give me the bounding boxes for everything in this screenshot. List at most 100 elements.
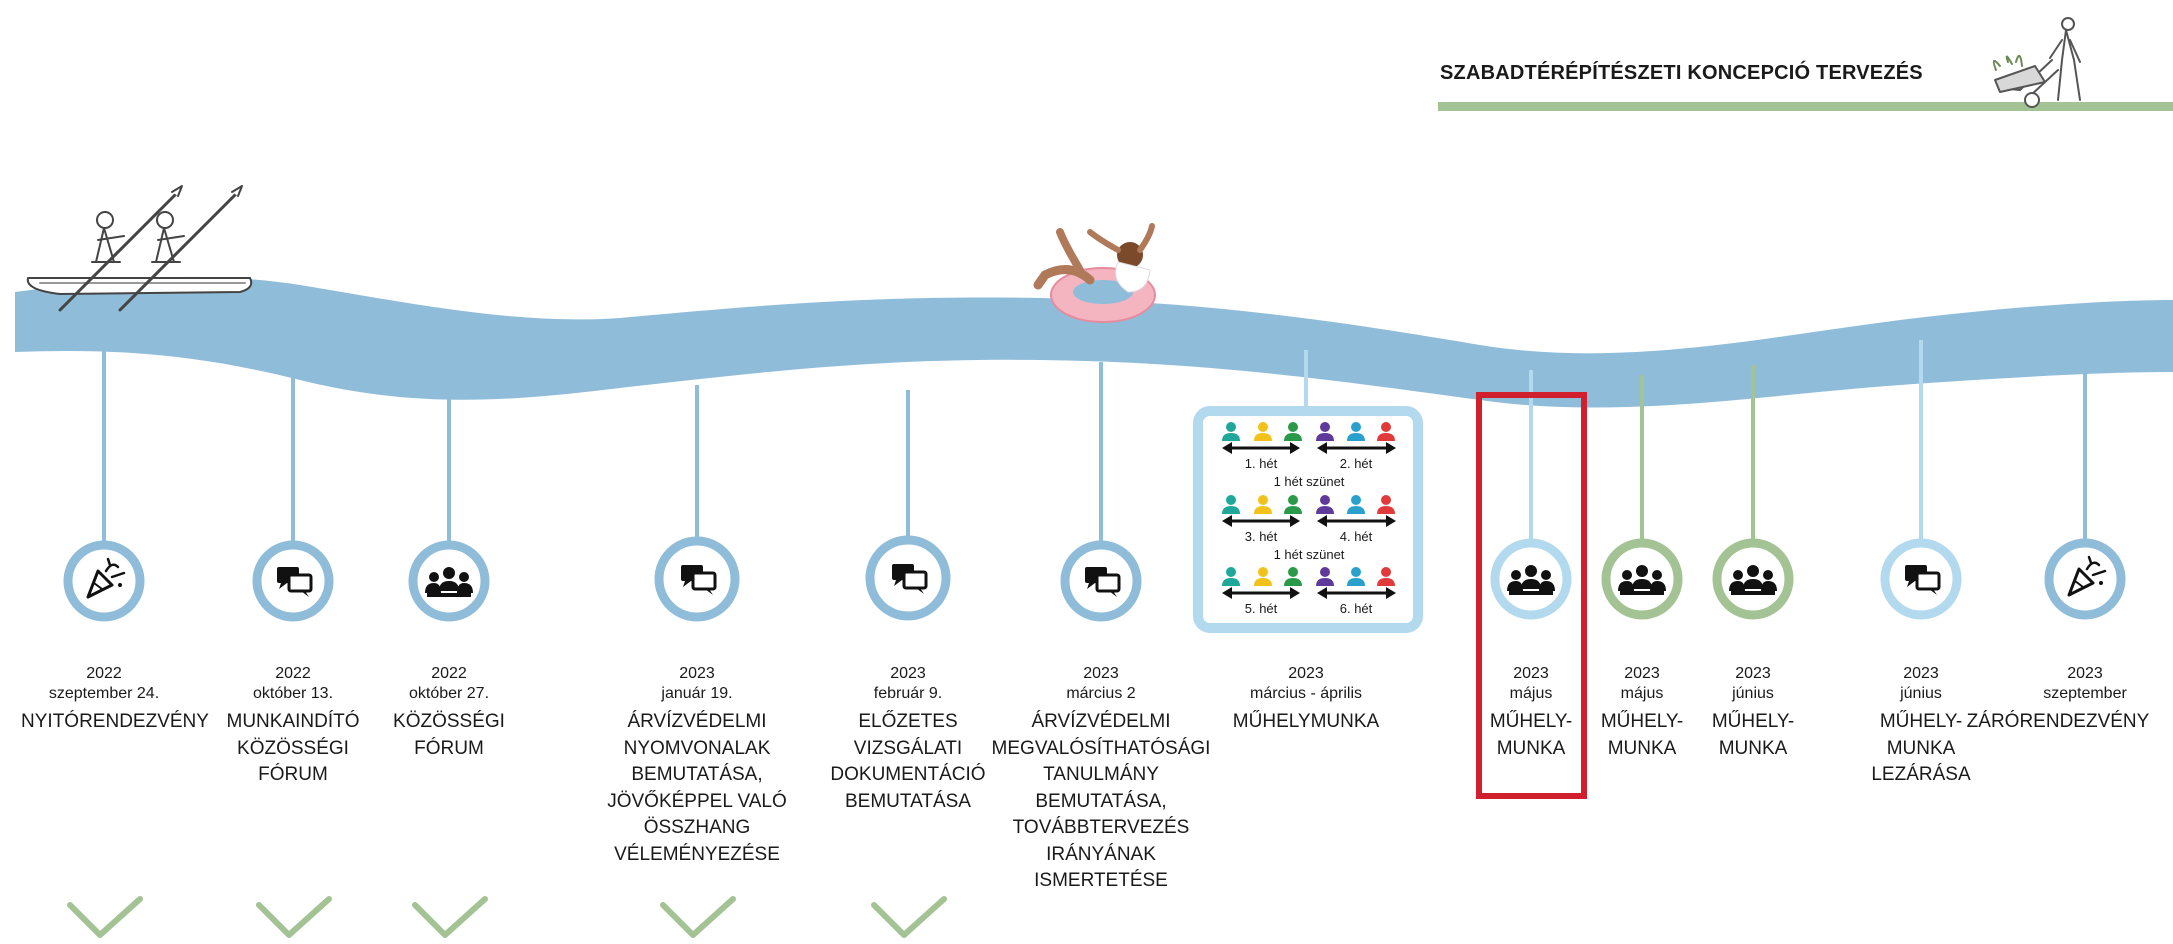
header-rule <box>1438 102 2173 111</box>
event-title-e8: MŰHELY- MUNKA <box>1489 711 1573 759</box>
person-icon <box>1222 495 1240 514</box>
person-icon <box>1316 495 1334 514</box>
event-day: március 2 <box>1066 685 1136 702</box>
week-label: 2. hét <box>1340 456 1373 471</box>
kayakers-icon <box>26 185 253 312</box>
timeline-node-e12 <box>2044 355 2126 620</box>
event-date-e5: 2023 február 9. <box>803 664 1013 704</box>
event-title-e5: ELŐZETES VIZSGÁLATI DOKUMENTÁCIÓ BEMUTAT… <box>830 711 986 812</box>
chat-bubbles-icon <box>1085 567 1121 597</box>
done-check-icon <box>256 896 332 938</box>
week-label: 3. hét <box>1245 529 1278 544</box>
done-check-icon <box>871 896 947 938</box>
event-title-e2: MUNKAINDÍTÓ KÖZÖSSÉGI FÓRUM <box>226 711 360 785</box>
timeline-node-e4 <box>654 385 740 938</box>
event-day: október 27. <box>408 685 490 702</box>
event-day: június <box>1732 685 1774 702</box>
event-date-e1: 2022 szeptember 24. <box>0 664 209 704</box>
person-icon <box>1284 495 1302 514</box>
person-icon <box>1347 422 1365 441</box>
chat-bubbles-icon <box>681 565 717 595</box>
event-day: január 19. <box>661 685 733 702</box>
people-group-icon <box>1618 565 1666 595</box>
river-band <box>15 276 2173 408</box>
event-year: 2023 <box>1288 665 1324 682</box>
people-group-icon <box>1729 565 1777 595</box>
event-year: 2023 <box>1083 665 1119 682</box>
event-year: 2023 <box>1513 665 1549 682</box>
event-title-e1: NYITÓRENDEZVÉNY <box>21 711 209 732</box>
event-day: február 9. <box>873 685 943 702</box>
event-year: 2023 <box>2067 665 2103 682</box>
person-icon <box>1254 422 1272 441</box>
person-icon <box>1316 567 1334 586</box>
event-date-e4: 2023 január 19. <box>592 664 802 704</box>
event-date-e3: 2022 október 27. <box>344 664 554 704</box>
event-day: október 13. <box>252 685 334 702</box>
person-icon <box>1222 567 1240 586</box>
timeline-node-e1 <box>63 340 145 938</box>
done-check-icon <box>660 896 736 938</box>
chat-bubbles-icon <box>1905 565 1941 595</box>
event-year: 2022 <box>431 665 467 682</box>
event-date-e8: 2023 május <box>1426 664 1636 704</box>
chat-bubbles-icon <box>277 567 313 597</box>
node-circle <box>63 540 145 622</box>
event-year: 2022 <box>275 665 311 682</box>
timeline-node-e8 <box>1490 370 1572 620</box>
person-icon <box>1377 422 1395 441</box>
event-year: 2022 <box>86 665 122 682</box>
event-title-e6: ÁRVÍZVÉDELMI MEGVALÓSÍTHATÓSÁGI TANULMÁN… <box>991 711 1211 891</box>
event-title-e10: MŰHELY- MUNKA <box>1711 711 1795 759</box>
person-icon <box>1377 495 1395 514</box>
break-label: 1 hét szünet <box>1274 547 1345 562</box>
event-year: 2023 <box>1624 665 1660 682</box>
event-title-e3: KÖZÖSSÉGI FÓRUM <box>393 711 505 759</box>
week-label: 1. hét <box>1245 456 1278 471</box>
party-popper-icon <box>2067 555 2107 597</box>
event-year: 2023 <box>1903 665 1939 682</box>
node-circle <box>2044 538 2126 620</box>
event-title-e7: MŰHELYMUNKA <box>1232 711 1380 732</box>
event-date-e9: 2023 május <box>1537 664 1747 704</box>
event-date-e2: 2022 október 13. <box>188 664 398 704</box>
timeline-node-e11 <box>1880 340 1962 620</box>
event-date-e7: 2023 március - április <box>1201 664 1411 704</box>
break-label: 1 hét szünet <box>1274 474 1345 489</box>
event-title-e12: ZÁRÓRENDEZVÉNY <box>1966 711 2150 732</box>
week-label: 4. hét <box>1340 529 1373 544</box>
event-day: május <box>1620 685 1664 702</box>
timeline-node-e10 <box>1712 365 1794 620</box>
event-day: június <box>1900 685 1942 702</box>
people-group-icon <box>1507 565 1555 595</box>
week-label: 5. hét <box>1245 601 1278 616</box>
timeline-node-e6 <box>1060 362 1142 622</box>
timeline-node-e9 <box>1601 375 1683 620</box>
event-day: május <box>1509 685 1553 702</box>
event-year: 2023 <box>890 665 926 682</box>
workshop-schedule-box: 1. hét 2. hét 1 hét szünet 3. hét 4. hét 1 hé… <box>1193 406 1423 633</box>
timeline-node-e2 <box>252 340 334 938</box>
event-day: szeptember 24. <box>48 685 160 702</box>
timeline-node-e5 <box>865 390 951 938</box>
person-icon <box>1284 422 1302 441</box>
done-check-icon <box>412 896 488 938</box>
event-date-e6: 2023 március 2 <box>996 664 1206 704</box>
person-icon <box>1347 567 1365 586</box>
chat-bubbles-icon <box>892 564 928 594</box>
event-title-e11: MŰHELY- MUNKA LEZÁRÁSA <box>1871 711 1971 785</box>
timeline-node-e3 <box>408 380 490 938</box>
event-day: március - április <box>1249 685 1362 702</box>
person-icon <box>1254 495 1272 514</box>
person-icon <box>1222 422 1240 441</box>
people-group-icon <box>425 567 473 597</box>
event-year: 2023 <box>679 665 715 682</box>
gardener-wheelbarrow-icon <box>1992 17 2081 108</box>
person-icon <box>1284 567 1302 586</box>
highlight-frame <box>1476 392 1587 799</box>
person-icon <box>1347 495 1365 514</box>
event-title-e4: ÁRVÍZVÉDELMI NYOMVONALAK BEMUTATÁSA, JÖV… <box>607 711 787 865</box>
